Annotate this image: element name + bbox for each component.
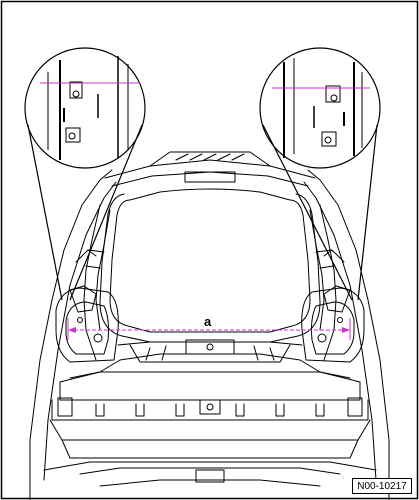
detail-callout-left-content (47, 56, 129, 160)
rear-lock-hole (206, 403, 214, 411)
floor-brace-left (69, 359, 121, 379)
roof-center-bracket (184, 171, 236, 183)
floor-front-edge (117, 341, 303, 346)
dimension-arrow-left (68, 327, 76, 333)
left-mount-hole-2 (77, 317, 83, 323)
detail-callout-left (24, 47, 146, 301)
floor-ribs (145, 345, 275, 361)
tailgate-opening (109, 188, 311, 333)
rear-panel-bottom (61, 439, 359, 459)
detail-callout-right-content (283, 58, 363, 158)
dimension-arrow-right (342, 327, 350, 333)
roof-panel-top (149, 151, 271, 167)
left-d-pillar-inner (95, 209, 111, 331)
rear-panel-notches (95, 403, 325, 417)
left-body-side-inner (43, 181, 117, 481)
rear-bumper-area (43, 461, 377, 471)
roof-cross-member (104, 159, 316, 179)
right-mount-hole (317, 333, 327, 343)
left-body-side (29, 169, 113, 500)
dimension-a: a (67, 314, 351, 340)
lower-floor-lines (79, 467, 341, 487)
floor-panel (129, 344, 291, 363)
right-pillar-details (315, 249, 351, 313)
rear-lock-bracket (199, 399, 221, 415)
right-mount-hole-2 (337, 317, 343, 323)
left-wheelhouse-inner (65, 301, 109, 355)
right-d-pillar (319, 204, 337, 361)
left-mount-hole (93, 333, 103, 343)
rear-panel-middle (51, 399, 369, 421)
left-d-pillar (83, 204, 101, 361)
rear-panel-top (59, 371, 361, 383)
right-body-side (307, 169, 390, 500)
figure-reference-code: N00-10217 (352, 478, 412, 494)
floor-center-hole (206, 343, 214, 351)
detail-callout-right (259, 47, 381, 301)
left-pillar-details (69, 249, 105, 313)
roof-hatch-lines (175, 153, 245, 161)
rear-panel-lower (49, 419, 371, 441)
left-rear-light-recess (57, 397, 73, 417)
left-wheelhouse (55, 287, 119, 363)
body-structure (29, 151, 390, 500)
dimension-label: a (204, 314, 212, 329)
right-d-pillar-inner (309, 209, 325, 331)
right-wheelhouse (301, 287, 365, 363)
floor-center-bracket (185, 339, 235, 355)
floor-brace-right (299, 359, 351, 379)
right-wheelhouse-inner (311, 301, 355, 355)
spare-wheel-mount (195, 469, 225, 483)
right-body-side-inner (303, 181, 377, 481)
roof-cross-member-lower (111, 171, 309, 187)
right-rear-light-recess (347, 397, 363, 417)
rear-panel-upper (59, 381, 361, 401)
